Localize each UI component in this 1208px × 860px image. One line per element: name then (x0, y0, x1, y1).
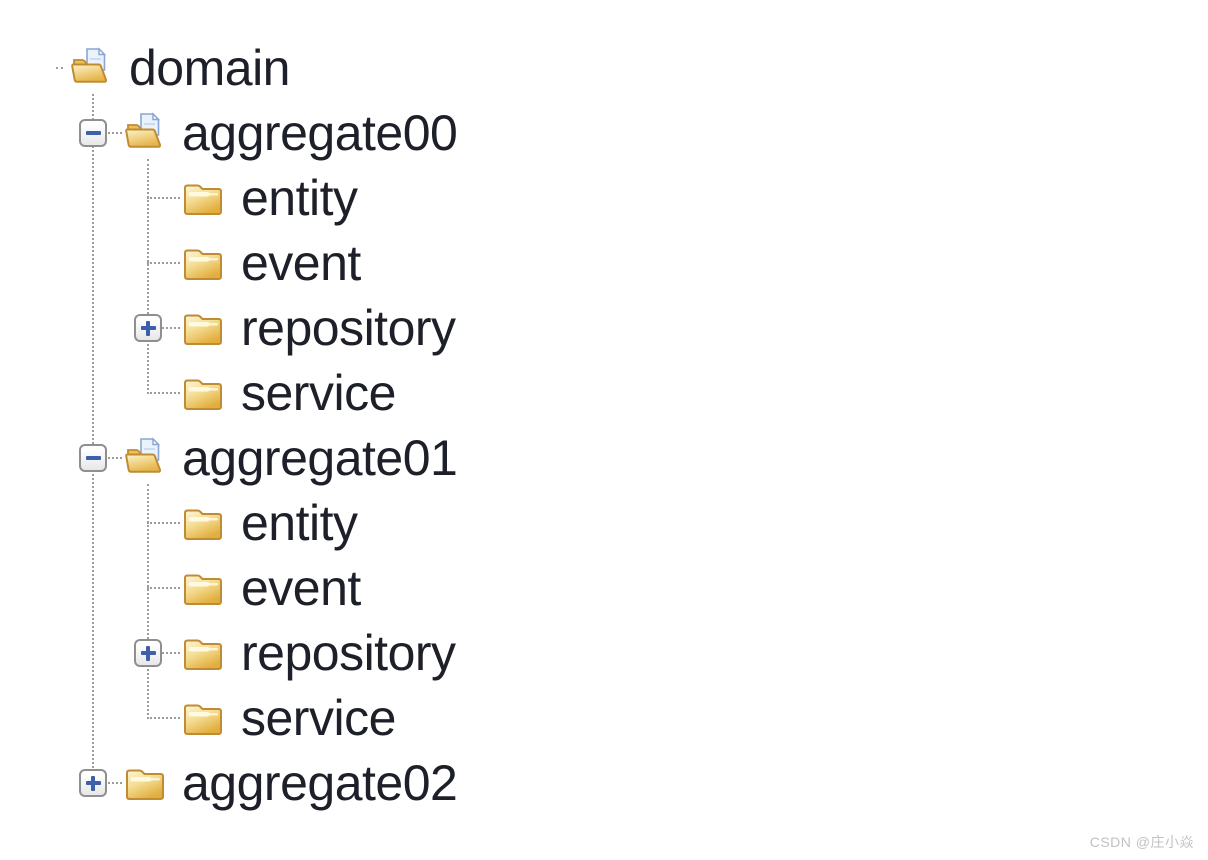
tree-item-label[interactable]: repository (241, 300, 456, 356)
plus-icon (146, 645, 150, 661)
tree-guide-line (147, 392, 180, 394)
tree-guide-line (92, 457, 122, 459)
tree-guide-line (92, 94, 94, 784)
folder-closed-icon[interactable] (182, 697, 224, 739)
watermark: CSDN @庄小焱 (1089, 834, 1194, 850)
minus-icon (85, 456, 101, 460)
tree-guide-line (147, 327, 180, 329)
expand-button[interactable] (134, 639, 162, 667)
tree-item-label[interactable]: entity (241, 170, 358, 226)
folder-closed-icon[interactable] (182, 242, 224, 284)
tree-item-label[interactable]: aggregate02 (182, 755, 458, 811)
minus-icon (85, 131, 101, 135)
tree-item-label[interactable]: domain (129, 40, 291, 96)
folder-open-icon[interactable] (70, 47, 112, 89)
tree-item-label[interactable]: repository (241, 625, 456, 681)
tree-item-label[interactable]: event (241, 235, 361, 291)
tree-item-label[interactable]: aggregate00 (182, 105, 458, 161)
tree-guide-line (56, 67, 63, 69)
tree-guide-line (147, 652, 180, 654)
folder-closed-icon[interactable] (182, 567, 224, 609)
tree-item-label[interactable]: event (241, 560, 361, 616)
expand-button[interactable] (79, 769, 107, 797)
collapse-button[interactable] (79, 444, 107, 472)
tree-item-label[interactable]: service (241, 365, 396, 421)
tree-guide-line (147, 484, 149, 719)
plus-icon (91, 775, 95, 791)
plus-icon (146, 320, 150, 336)
folder-closed-icon[interactable] (182, 632, 224, 674)
tree-guide-line (147, 717, 180, 719)
tree-item-label[interactable]: service (241, 690, 396, 746)
collapse-button[interactable] (79, 119, 107, 147)
tree-guide-line (147, 159, 149, 394)
tree-guide-line (92, 132, 122, 134)
folder-open-icon[interactable] (124, 112, 166, 154)
tree-guide-line (147, 587, 180, 589)
tree-item-label[interactable]: aggregate01 (182, 430, 458, 486)
tree-item-label[interactable]: entity (241, 495, 358, 551)
folder-closed-icon[interactable] (182, 372, 224, 414)
folder-closed-icon[interactable] (124, 762, 166, 804)
folder-open-icon[interactable] (124, 437, 166, 479)
tree-guide-line (147, 262, 180, 264)
tree-guide-line (147, 522, 180, 524)
folder-closed-icon[interactable] (182, 502, 224, 544)
folder-closed-icon[interactable] (182, 177, 224, 219)
tree-guide-line (147, 197, 180, 199)
tree-guide-line (92, 782, 122, 784)
folder-closed-icon[interactable] (182, 307, 224, 349)
expand-button[interactable] (134, 314, 162, 342)
